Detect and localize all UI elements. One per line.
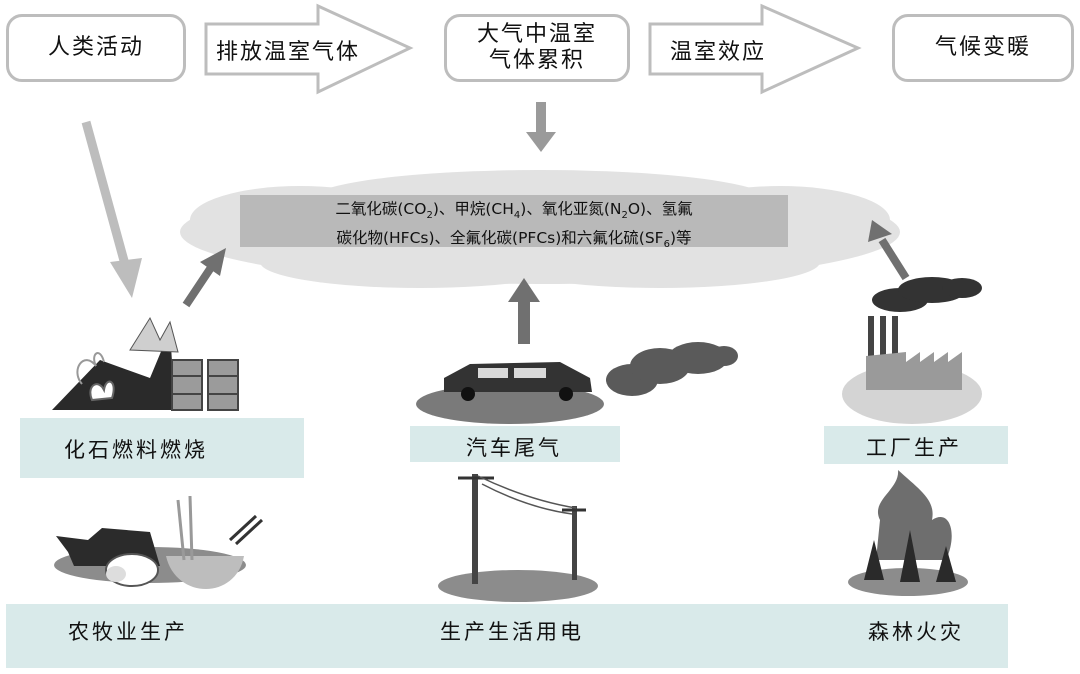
factory-label-band bbox=[824, 426, 1008, 464]
flow-box-gas-accumulation-line2: 气体累积 bbox=[488, 48, 585, 73]
flow-arrow-2 bbox=[648, 3, 862, 95]
fire-icon bbox=[52, 316, 179, 410]
arrow-human-to-fossil bbox=[81, 120, 142, 298]
source-label-car: 汽车尾气 bbox=[466, 436, 562, 460]
source-label-power: 生产生活用电 bbox=[440, 620, 584, 644]
gas-subscript: 6 bbox=[663, 239, 670, 251]
exhaust-smoke-icon bbox=[606, 342, 738, 396]
car-icon bbox=[416, 362, 604, 424]
flow-box-gas-accumulation-line1: 大气中温室 bbox=[476, 22, 597, 47]
forest-fire-icon bbox=[848, 470, 968, 596]
greenhouse-gas-list: 二氧化碳(CO2)、甲烷(CH4)、氧化亚氮(N2O)、氢氟 碳化物(HFCs)… bbox=[240, 195, 788, 250]
gas-list-line-2: 碳化物(HFCs)、全氟化碳(PFCs)和六氟化硫(SF6)等 bbox=[240, 227, 788, 256]
rice-bowl-icon bbox=[166, 495, 264, 589]
gas-text: 碳化物(HFCs)、全氟化碳(PFCs)和六氟化硫(SF bbox=[336, 229, 664, 248]
source-label-agri: 农牧业生产 bbox=[68, 620, 188, 644]
flow-box-human-activity: 人类活动 bbox=[6, 14, 186, 82]
flow-box-warming-label: 气候变暖 bbox=[934, 35, 1031, 60]
source-label-forest: 森林火灾 bbox=[868, 620, 964, 644]
car-label-band bbox=[410, 426, 620, 462]
source-label-factory: 工厂生产 bbox=[866, 436, 962, 460]
gas-text: O)、氢氟 bbox=[627, 200, 693, 218]
fossil-label-band bbox=[20, 418, 304, 478]
gas-text: )、甲烷(CH bbox=[432, 200, 514, 218]
gas-subscript: 4 bbox=[513, 210, 521, 222]
oil-barrel-icon bbox=[171, 359, 239, 411]
arrow-fossil-up bbox=[182, 248, 226, 308]
arrow-accum-down bbox=[526, 102, 556, 152]
power-pole-icon bbox=[438, 474, 598, 602]
flow-arrow-1 bbox=[204, 3, 414, 95]
factory-icon bbox=[842, 277, 982, 424]
gas-text: )、氧化亚氮(N bbox=[520, 200, 622, 218]
bottom-label-band bbox=[6, 604, 1008, 668]
flow-arrow-2-label: 温室效应 bbox=[670, 40, 767, 65]
gas-text: )等 bbox=[669, 229, 692, 248]
flow-arrow-1-label: 排放温室气体 bbox=[216, 40, 361, 65]
arrow-car-up bbox=[508, 278, 540, 344]
flow-box-warming: 气候变暖 bbox=[892, 14, 1074, 82]
sheep-icon bbox=[105, 553, 159, 587]
flow-box-human-activity-label: 人类活动 bbox=[47, 35, 144, 60]
gas-list-line-1: 二氧化碳(CO2)、甲烷(CH4)、氧化亚氮(N2O)、氢氟 bbox=[240, 198, 788, 227]
gas-text: 二氧化碳(CO bbox=[335, 200, 427, 218]
gas-subscript: 2 bbox=[621, 210, 628, 222]
gas-subscript: 2 bbox=[426, 210, 433, 222]
flow-box-gas-accumulation: 大气中温室 气体累积 bbox=[444, 14, 630, 82]
source-label-fossil: 化石燃料燃烧 bbox=[64, 438, 208, 462]
arrow-factory-up bbox=[868, 220, 910, 281]
